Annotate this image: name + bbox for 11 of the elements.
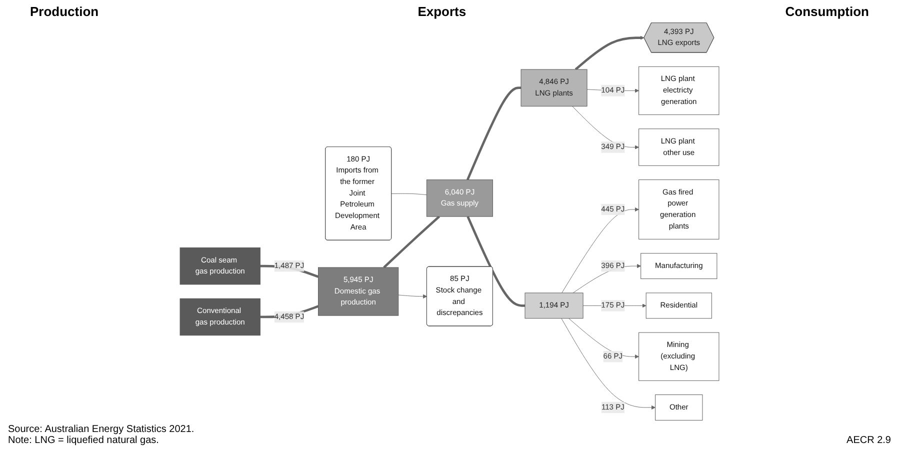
arrow xyxy=(574,36,644,70)
connector xyxy=(466,86,521,180)
column-heading: Exports xyxy=(418,4,466,19)
footnote: Note: LNG = liquefied natural gas. xyxy=(8,435,160,446)
connector xyxy=(466,216,525,307)
connector xyxy=(383,216,440,268)
figure-code: AECR 2.9 xyxy=(846,435,891,446)
column-heading: Production xyxy=(30,4,99,19)
connector xyxy=(391,193,427,196)
column-heading: Consumption xyxy=(785,4,869,19)
footnote: Source: Australian Energy Statistics 2021. xyxy=(8,424,194,435)
